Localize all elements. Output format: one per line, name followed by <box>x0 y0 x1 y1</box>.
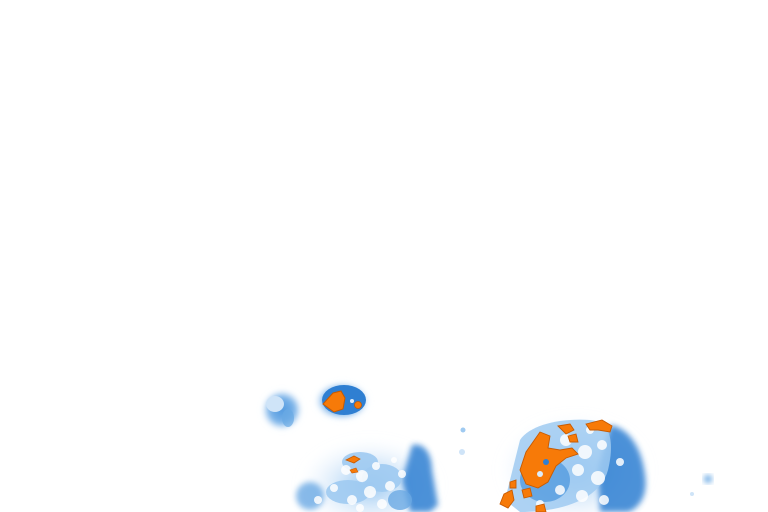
orange-island-cloud <box>315 382 369 420</box>
far-right-specks <box>690 475 712 496</box>
orange-core <box>322 390 346 413</box>
cell-blobs <box>314 457 406 512</box>
right-cell-cluster <box>499 415 650 512</box>
small-orange-fleck <box>345 455 361 464</box>
orange-rim <box>499 419 613 512</box>
center-cell-cluster <box>296 427 466 512</box>
small-left-cloud <box>262 390 302 430</box>
orange-dot <box>354 401 362 409</box>
